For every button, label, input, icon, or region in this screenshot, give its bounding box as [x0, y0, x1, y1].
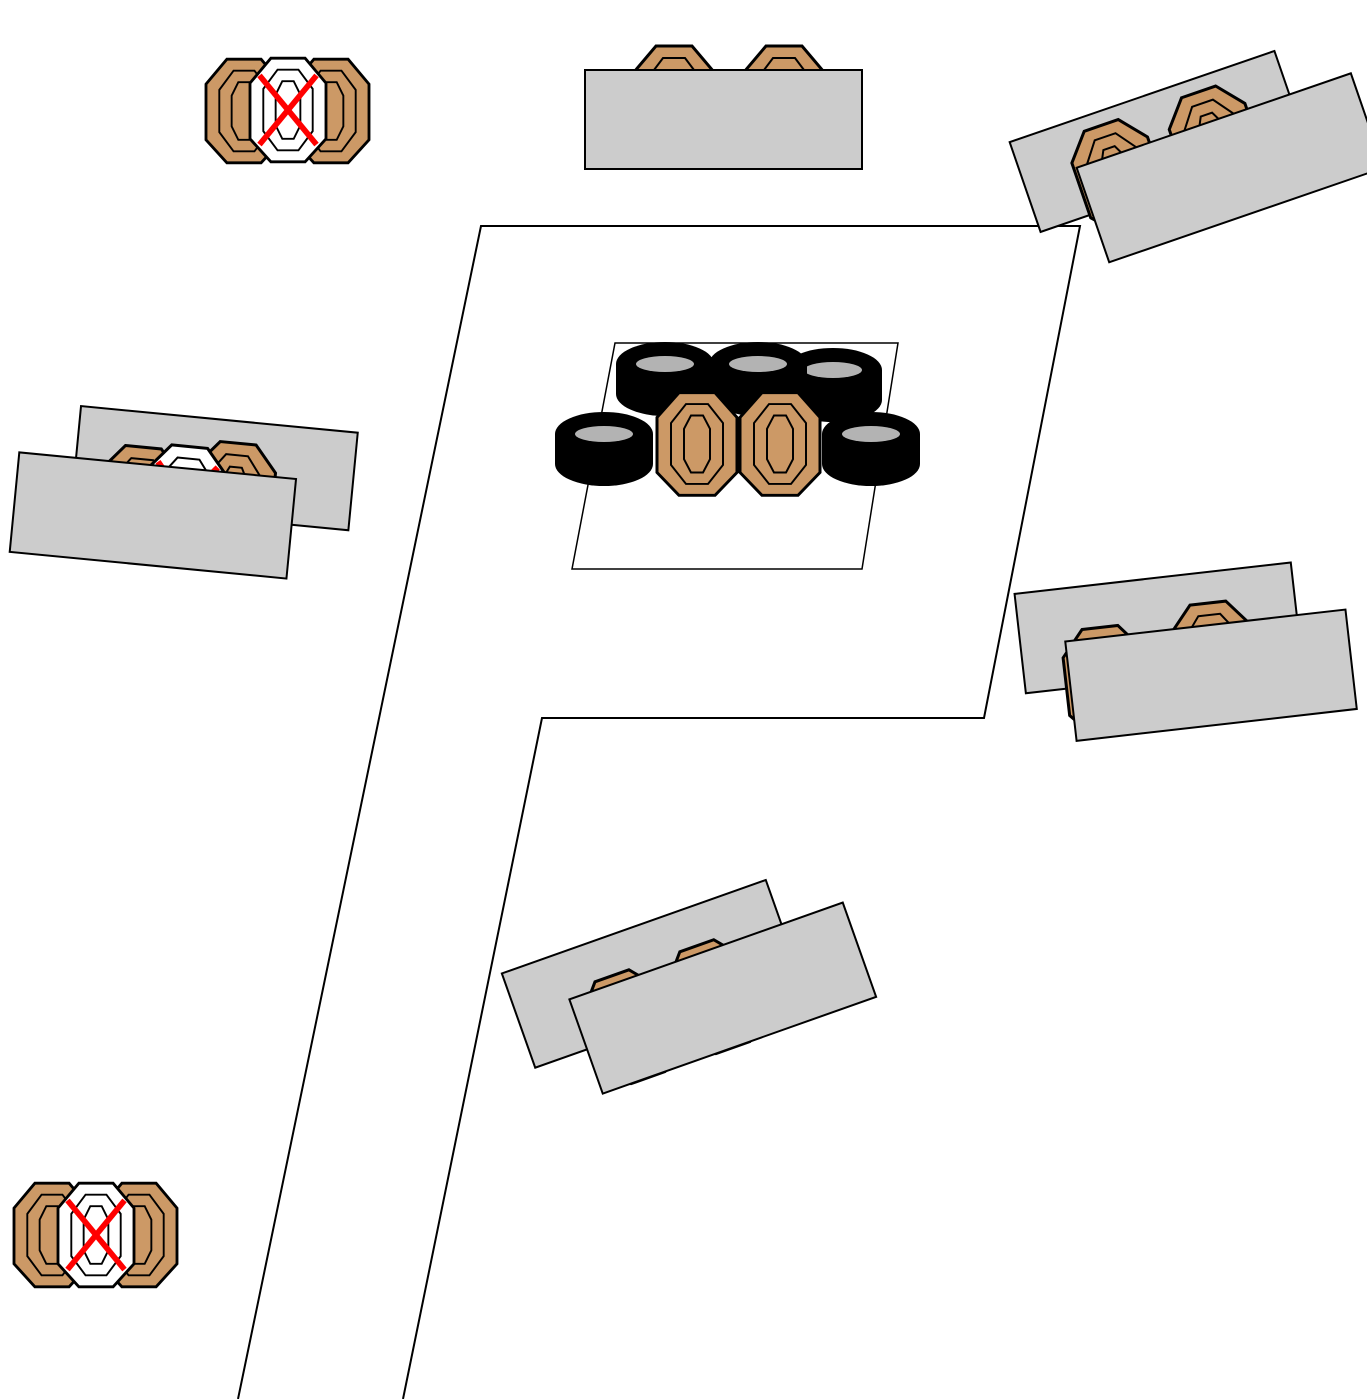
no-shoot-target [248, 56, 328, 164]
barricade-wall [1064, 608, 1358, 742]
array-top-left [204, 56, 371, 165]
no-shoot-target [56, 1181, 136, 1289]
no-shoot-x-mark [257, 73, 319, 147]
array-mid-right [1013, 561, 1358, 742]
array-center-tires [555, 342, 920, 570]
barricade-wall [568, 901, 878, 1095]
barricade-wall [1075, 72, 1367, 264]
barricade-wall [8, 451, 298, 580]
array-top-right [1008, 49, 1367, 264]
array-top-center [584, 44, 863, 170]
shoot-target [655, 391, 739, 497]
shooting-area-boundary [237, 225, 1082, 1399]
no-shoot-x-mark [65, 1198, 127, 1272]
array-lower-center [500, 878, 878, 1095]
shoot-target [738, 391, 822, 497]
array-bottom-left [12, 1181, 179, 1289]
barricade-wall [584, 69, 863, 170]
tire-stack [555, 412, 653, 486]
array-mid-left [8, 404, 359, 580]
tire-stack [822, 412, 920, 486]
